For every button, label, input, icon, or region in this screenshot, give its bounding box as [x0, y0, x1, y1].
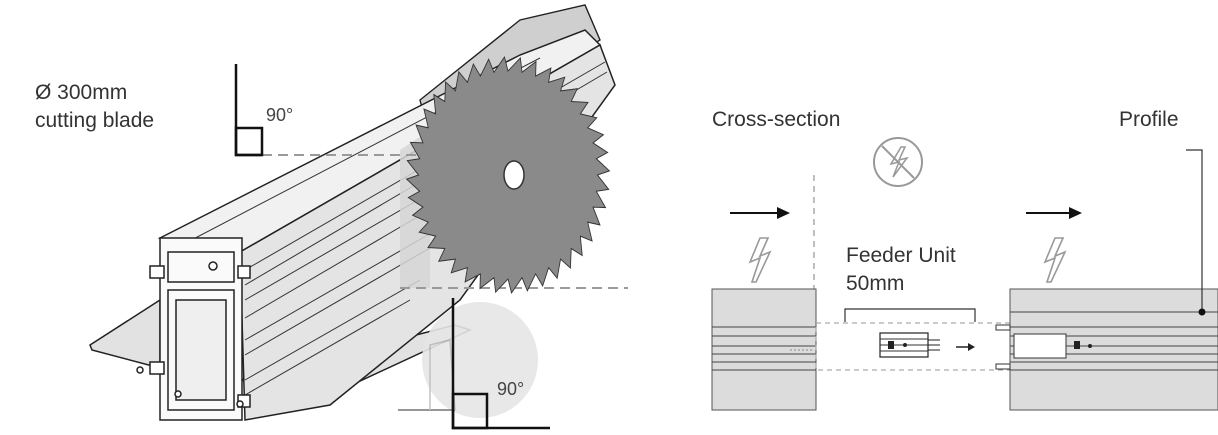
cutting-illustration — [89, 4, 628, 430]
feeder-connector — [879, 332, 940, 358]
cross-section-label: Cross-section — [712, 108, 841, 131]
feeder-diagram — [711, 137, 1218, 411]
no-electric-icon — [873, 137, 923, 187]
angle-top-label: 90° — [266, 105, 294, 125]
flange-plate-left — [89, 298, 161, 369]
direction-arrow-icon — [1026, 207, 1082, 219]
saw-blade-arbor-hole — [503, 160, 525, 190]
cross-section-block — [711, 288, 817, 411]
saw-blade — [405, 56, 611, 294]
feeder-unit-label: Feeder Unit — [846, 244, 956, 267]
profile-end-face — [136, 237, 251, 421]
feeder-length-bracket — [844, 308, 976, 322]
profile-pointer — [1186, 149, 1206, 316]
blade-diameter-label: Ø 300mm — [35, 81, 128, 104]
blade-description-label: cutting blade — [35, 109, 155, 132]
angle-marker-top — [234, 64, 264, 157]
angle-marker-bottom — [451, 298, 550, 430]
electric-bolt-icon — [748, 237, 772, 283]
direction-arrow-icon — [730, 207, 790, 219]
profile-label: Profile — [1119, 108, 1179, 131]
feeder-length-label: 50mm — [846, 272, 905, 295]
electric-bolt-icon — [1043, 237, 1067, 283]
profile-block — [995, 288, 1218, 411]
feed-direction-arrow-small — [956, 343, 975, 351]
angle-bottom-label: 90° — [497, 379, 525, 399]
